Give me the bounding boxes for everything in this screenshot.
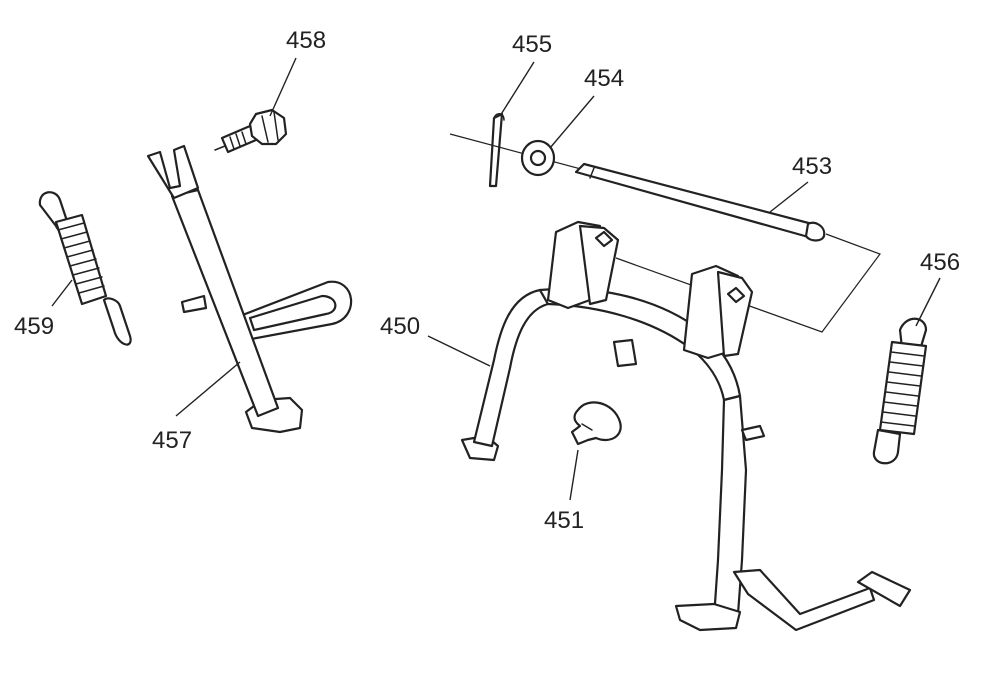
- washer-454: [520, 139, 556, 177]
- leader-459: [51, 279, 73, 307]
- leader-450: [427, 335, 491, 367]
- label-455: 455: [512, 31, 552, 58]
- side-stand-457: [146, 144, 353, 434]
- stopper-451: [570, 401, 622, 446]
- label-457: 457: [152, 427, 192, 454]
- leader-451: [569, 449, 579, 501]
- label-454: 454: [584, 65, 624, 92]
- label-451: 451: [544, 507, 584, 534]
- leader-454: [549, 95, 595, 149]
- label-450: 450: [380, 313, 420, 340]
- label-453: 453: [792, 153, 832, 180]
- leader-456: [915, 277, 941, 327]
- main-stand-450: [460, 220, 912, 632]
- leader-455: [499, 61, 535, 117]
- leader-453: [769, 181, 809, 213]
- spring-459: [38, 191, 132, 346]
- spring-456: [872, 317, 928, 465]
- label-459: 459: [14, 313, 54, 340]
- label-456: 456: [920, 249, 960, 276]
- leader-457: [175, 361, 241, 417]
- cotter-pin-455: [488, 112, 505, 188]
- leader-458: [269, 57, 297, 117]
- bolt-458: [214, 108, 288, 154]
- pivot-shaft-453: [574, 162, 826, 242]
- label-458: 458: [286, 27, 326, 54]
